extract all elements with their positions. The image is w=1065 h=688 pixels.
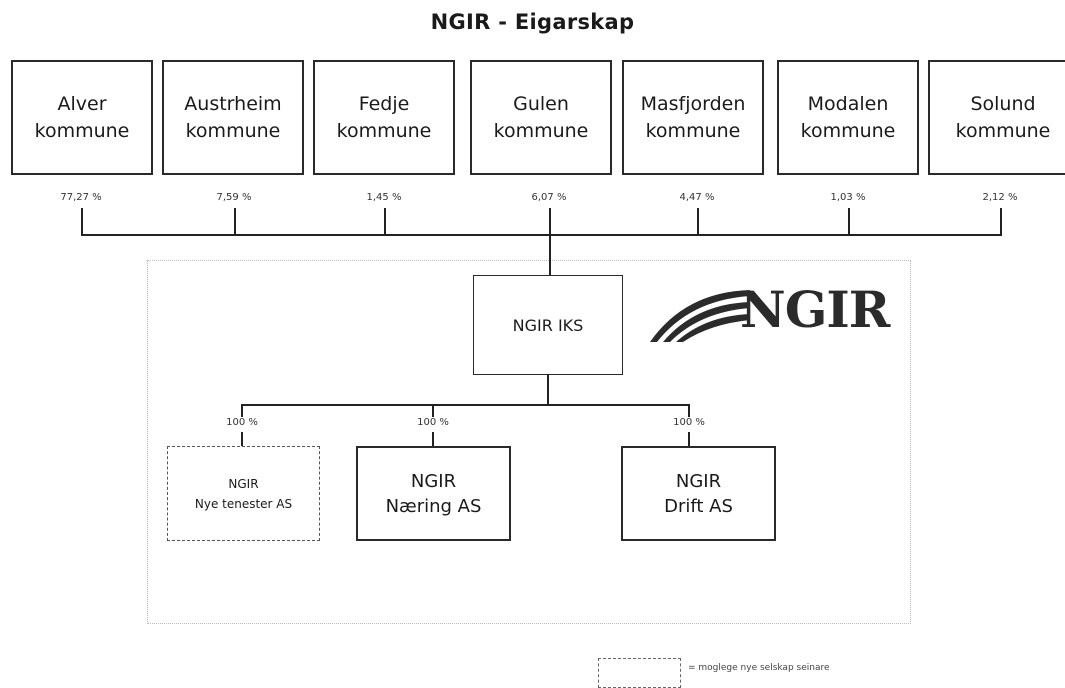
- trunk-to-parent: [549, 235, 551, 275]
- owner-box-alver: Alver kommune: [11, 60, 153, 175]
- owner-box-austrheim: Austrheim kommune: [162, 60, 304, 175]
- subsidiary-box-nye-tenester: NGIR Nye tenester AS: [167, 446, 320, 541]
- legend-text: = moglege nye selskap seinare: [688, 663, 830, 673]
- subsidiaries-horizontal-bar: [241, 404, 689, 406]
- owner-box-fedje: Fedje kommune: [313, 60, 455, 175]
- subsidiary-box-drift: NGIR Drift AS: [621, 446, 776, 541]
- sub-connector-naering-lower: [432, 432, 434, 446]
- owner-share-modalen: 1,03 %: [830, 192, 866, 203]
- owner-connector-solund: [1000, 208, 1002, 235]
- subsidiary-box-naering: NGIR Næring AS: [356, 446, 511, 541]
- sub-share-drift: 100 %: [673, 417, 705, 428]
- sub-connector-nye: [241, 404, 243, 417]
- ngir-logo-text: NGIR: [740, 280, 890, 339]
- owner-connector-austrheim: [234, 208, 236, 235]
- diagram-title: NGIR - Eigarskap: [430, 10, 635, 34]
- owner-share-solund: 2,12 %: [982, 192, 1018, 203]
- owner-share-gulen: 6,07 %: [531, 192, 567, 203]
- parent-box-ngir-iks: NGIR IKS: [473, 275, 623, 375]
- owner-share-fedje: 1,45 %: [366, 192, 402, 203]
- owner-box-solund: Solund kommune: [928, 60, 1065, 175]
- ngir-group-region: [147, 260, 911, 624]
- sub-connector-nye-lower: [241, 432, 243, 446]
- owner-box-masfjorden: Masfjorden kommune: [622, 60, 764, 175]
- owner-box-modalen: Modalen kommune: [777, 60, 919, 175]
- owner-connector-masfjorden: [697, 208, 699, 235]
- legend-dashed-box-icon: [598, 658, 681, 688]
- owner-box-gulen: Gulen kommune: [470, 60, 612, 175]
- owner-share-alver: 77,27 %: [60, 192, 102, 203]
- owner-share-masfjorden: 4,47 %: [679, 192, 715, 203]
- sub-share-nye: 100 %: [226, 417, 258, 428]
- sub-share-naering: 100 %: [417, 417, 449, 428]
- sub-connector-naering: [432, 404, 434, 417]
- owner-connector-gulen: [549, 208, 551, 235]
- owners-horizontal-bar: [81, 234, 1002, 236]
- owner-connector-fedje: [384, 208, 386, 235]
- parent-down-connector: [547, 375, 549, 405]
- sub-connector-drift-lower: [688, 432, 690, 446]
- owner-share-austrheim: 7,59 %: [216, 192, 252, 203]
- sub-connector-drift: [688, 404, 690, 417]
- owner-connector-modalen: [848, 208, 850, 235]
- parent-name: NGIR IKS: [512, 315, 584, 335]
- owner-connector-alver: [81, 208, 83, 235]
- ngir-logo-icon: [650, 290, 750, 342]
